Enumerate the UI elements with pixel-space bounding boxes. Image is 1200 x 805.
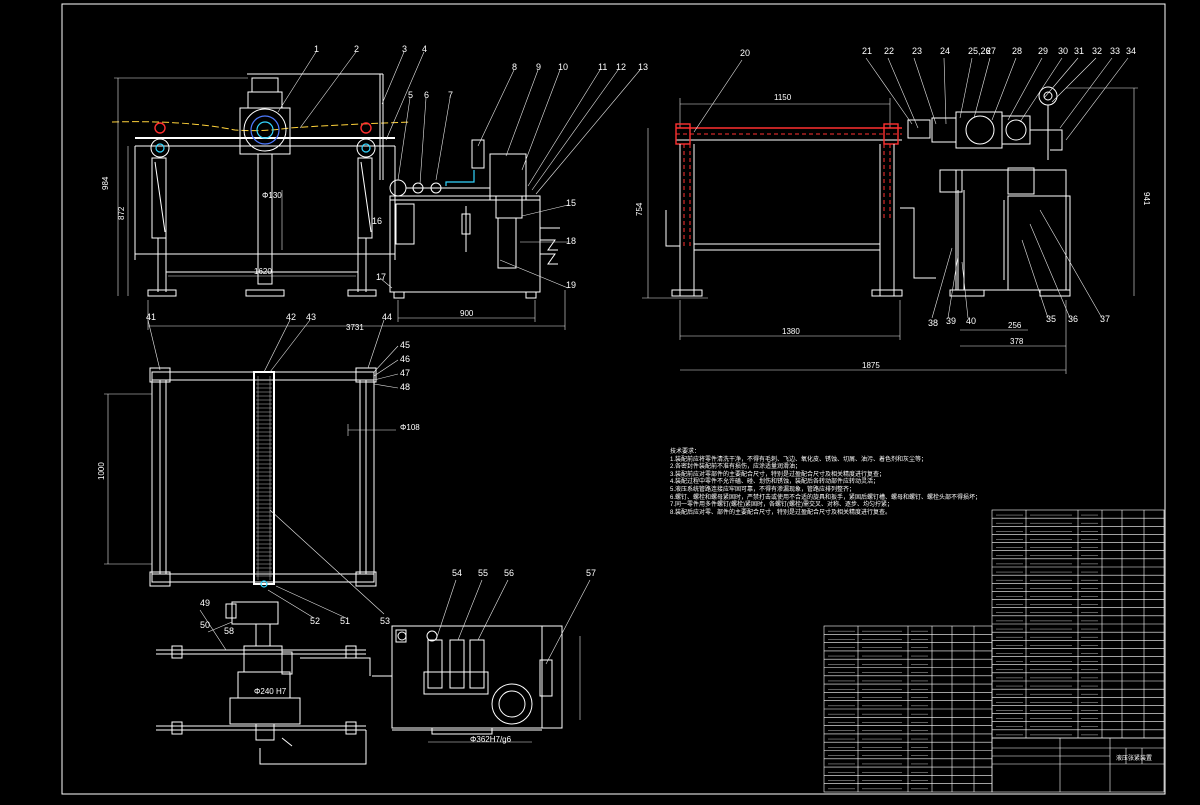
note-line: 1.装配前应将零件清洗干净，不得有毛刺、飞边、氧化皮、锈蚀、切屑、油污、着色剂和… — [670, 456, 928, 463]
dimension-label: Φ130 — [262, 191, 282, 200]
part-number: 20 — [740, 48, 750, 58]
part-number: 45 — [400, 340, 410, 350]
dimension-label: 378 — [1010, 337, 1024, 346]
part-number: 27 — [986, 46, 996, 56]
part-number: 2 — [354, 44, 359, 54]
dimension-label: 256 — [1008, 321, 1022, 330]
part-number: 57 — [586, 568, 596, 578]
part-number: 3 — [402, 44, 407, 54]
note-line: 6.螺钉、螺栓和螺母紧固时，严禁打击或使用不合适的旋具和扳手，紧固后螺钉槽、螺母… — [670, 494, 982, 501]
part-number: 36 — [1068, 314, 1078, 324]
technical-requirements: 技术要求： 1.装配前应将零件清洗干净，不得有毛刺、飞边、氧化皮、锈蚀、切屑、油… — [670, 449, 1000, 517]
part-number: 5 — [408, 90, 413, 100]
part-number: 46 — [400, 354, 410, 364]
part-number: 24 — [940, 46, 950, 56]
part-number: 50 — [200, 620, 210, 630]
part-number: 15 — [566, 198, 576, 208]
part-number: 25,26 — [968, 46, 991, 56]
part-number: 4 — [422, 44, 427, 54]
part-number: 47 — [400, 368, 410, 378]
dimension-label: 984 — [101, 176, 110, 190]
note-line: 2.各密封件装配前不准有损伤，应涂适量润滑油； — [670, 464, 802, 471]
drive-detail-view — [156, 601, 371, 765]
part-number: 32 — [1092, 46, 1102, 56]
part-number: 51 — [340, 616, 350, 626]
note-line: 5.液压系统管路连接应牢固可靠，不得有渗漏现象，管路应排列整齐； — [670, 486, 856, 493]
dimension-label: 900 — [460, 309, 474, 318]
part-number: 10 — [558, 62, 568, 72]
dimension-label: 1150 — [774, 93, 792, 102]
outer-border — [61, 3, 1166, 795]
part-number: 48 — [400, 382, 410, 392]
part-number: 54 — [452, 568, 462, 578]
dimension-label: 754 — [635, 202, 644, 216]
part-number: 6 — [424, 90, 429, 100]
part-number: 49 — [200, 598, 210, 608]
part-number: 42 — [286, 312, 296, 322]
part-number: 39 — [946, 316, 956, 326]
part-number: 43 — [306, 312, 316, 322]
part-number: 23 — [912, 46, 922, 56]
part-number: 16 — [372, 216, 382, 226]
part-number: 55 — [478, 568, 488, 578]
note-line: 8.装配后应对零、部件的主要配合尺寸，特别是过盈配合尺寸及相关精度进行复查。 — [670, 509, 892, 516]
part-number: 31 — [1074, 46, 1084, 56]
part-number: 12 — [616, 62, 626, 72]
part-number: 30 — [1058, 46, 1068, 56]
part-number: 7 — [448, 90, 453, 100]
part-number: 1 — [314, 44, 319, 54]
part-number: 18 — [566, 236, 576, 246]
parts-list-left — [823, 625, 993, 793]
title-block-title: 液压张紧装置 — [1116, 754, 1152, 762]
note-line: 3.装配前应对零部件的主要配合尺寸，特别是过盈配合尺寸及相关精度进行复查； — [670, 471, 886, 478]
dimension-label: 1620 — [254, 267, 272, 276]
dimension-label: 3731 — [346, 323, 364, 332]
pump-station-view — [372, 579, 591, 743]
part-number: 40 — [966, 316, 976, 326]
dimension-label: 1380 — [782, 327, 800, 336]
part-number: 11 — [598, 62, 607, 72]
part-number: 19 — [566, 280, 576, 290]
part-number: 41 — [146, 312, 156, 322]
dimension-label: 1875 — [862, 361, 880, 370]
notes-title: 技术要求： — [670, 449, 701, 455]
dimension-label: Φ240 H7 — [254, 687, 287, 696]
part-number: 38 — [928, 318, 938, 328]
part-number: 28 — [1012, 46, 1022, 56]
part-number: 35 — [1046, 314, 1056, 324]
front-view — [111, 51, 641, 330]
part-number: 37 — [1100, 314, 1110, 324]
part-number: 58 — [224, 626, 234, 636]
part-number: 21 — [862, 46, 872, 56]
part-number: 8 — [512, 62, 517, 72]
part-number: 56 — [504, 568, 514, 578]
dimension-label: Φ362H7/g6 — [470, 735, 512, 744]
part-number: 29 — [1038, 46, 1048, 56]
part-number: 34 — [1126, 46, 1136, 56]
part-number: 33 — [1110, 46, 1120, 56]
dimension-labels: 984872Φ130162090037311150754941138018752… — [97, 93, 1151, 744]
title-block: 液压张紧装置 — [991, 737, 1165, 793]
part-number: 53 — [380, 616, 390, 626]
note-line: 4.装配过程中零件不允许磕、碰、划伤和锈蚀，装配后各转动部件应转动灵活； — [670, 479, 880, 486]
parts-list-right — [991, 509, 1165, 739]
top-view — [104, 319, 399, 619]
part-number: 22 — [884, 46, 894, 56]
web-line — [111, 121, 411, 132]
part-number: 52 — [310, 616, 320, 626]
dimension-label: 1000 — [97, 462, 106, 480]
note-line: 7.同一零件用多件螺钉(螺栓)紧固时，各螺钉(螺栓)需交叉、对称、逐步、均匀拧紧… — [670, 502, 893, 509]
side-view — [642, 57, 1138, 374]
part-number: 13 — [638, 62, 648, 72]
dimension-label: 941 — [1142, 192, 1151, 206]
dimension-label: Φ108 — [400, 423, 420, 432]
part-number: 9 — [536, 62, 541, 72]
part-number: 44 — [382, 312, 392, 322]
part-number: 17 — [376, 272, 386, 282]
dimension-label: 872 — [117, 206, 126, 220]
